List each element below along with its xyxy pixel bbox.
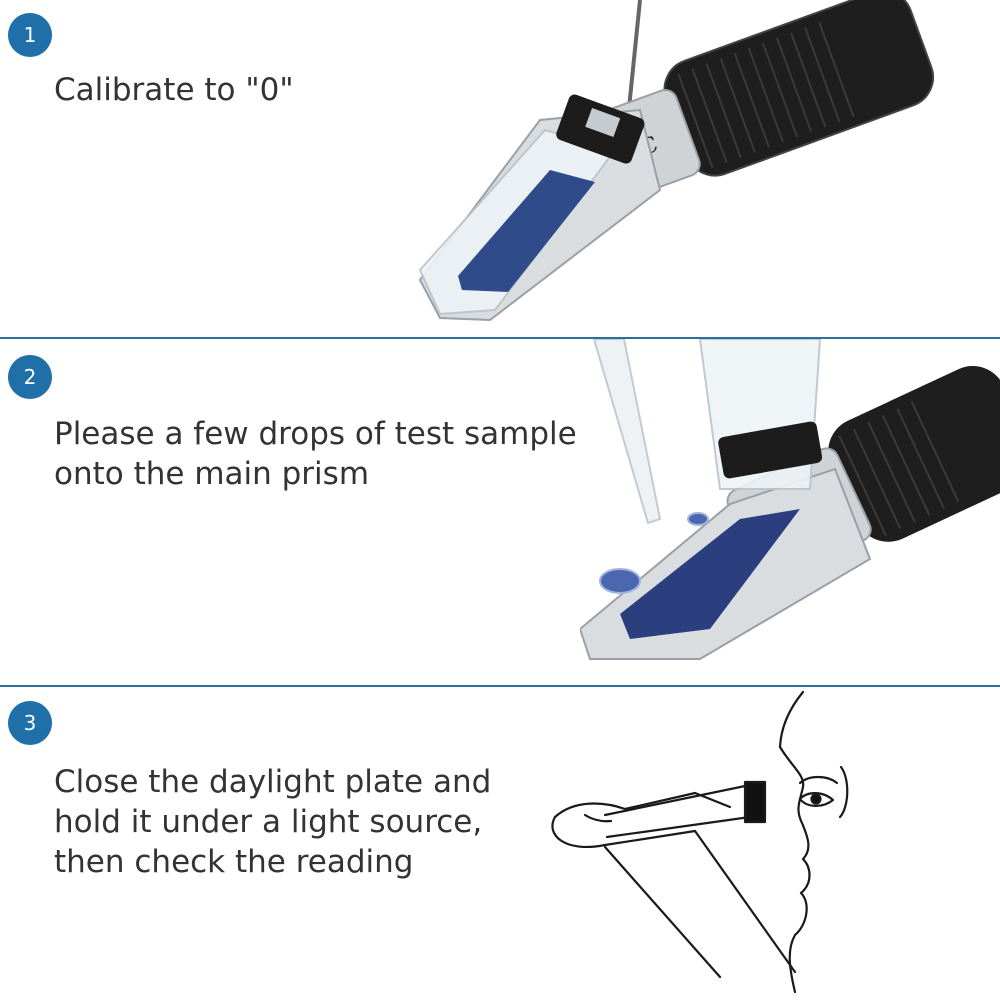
step-2-line-1: Please a few drops of test sample — [54, 416, 577, 452]
step-1-line-1: Calibrate to "0" — [54, 72, 294, 108]
step-3-line-3: then check the reading — [54, 844, 414, 880]
step-3-caption: Close the daylight plate and hold it und… — [54, 762, 491, 882]
section-divider-1 — [0, 337, 1000, 339]
dropper-image: ATC — [580, 339, 1000, 660]
step-3-line-1: Close the daylight plate and — [54, 764, 492, 800]
step-2-caption: Please a few drops of test sample onto t… — [54, 414, 577, 494]
step-1-section: 1 Calibrate to "0" — [0, 0, 1000, 337]
step-1-number-badge: 1 — [8, 13, 52, 57]
refractometer-image: ATC — [418, 0, 935, 322]
section-divider-2 — [0, 685, 1000, 687]
step-2-number-badge: 2 — [8, 355, 52, 399]
eyepiece-sketch — [551, 690, 849, 994]
step-2-section: 2 Please a few drops of test sample onto… — [0, 339, 1000, 685]
step-1-caption: Calibrate to "0" — [54, 70, 294, 110]
step-3-number-badge: 3 — [8, 701, 52, 745]
step-3-section: 3 Close the daylight plate and hold it u… — [0, 687, 1000, 1000]
step-3-line-2: hold it under a light source, — [54, 804, 483, 840]
step-2-line-2: onto the main prism — [54, 456, 370, 492]
